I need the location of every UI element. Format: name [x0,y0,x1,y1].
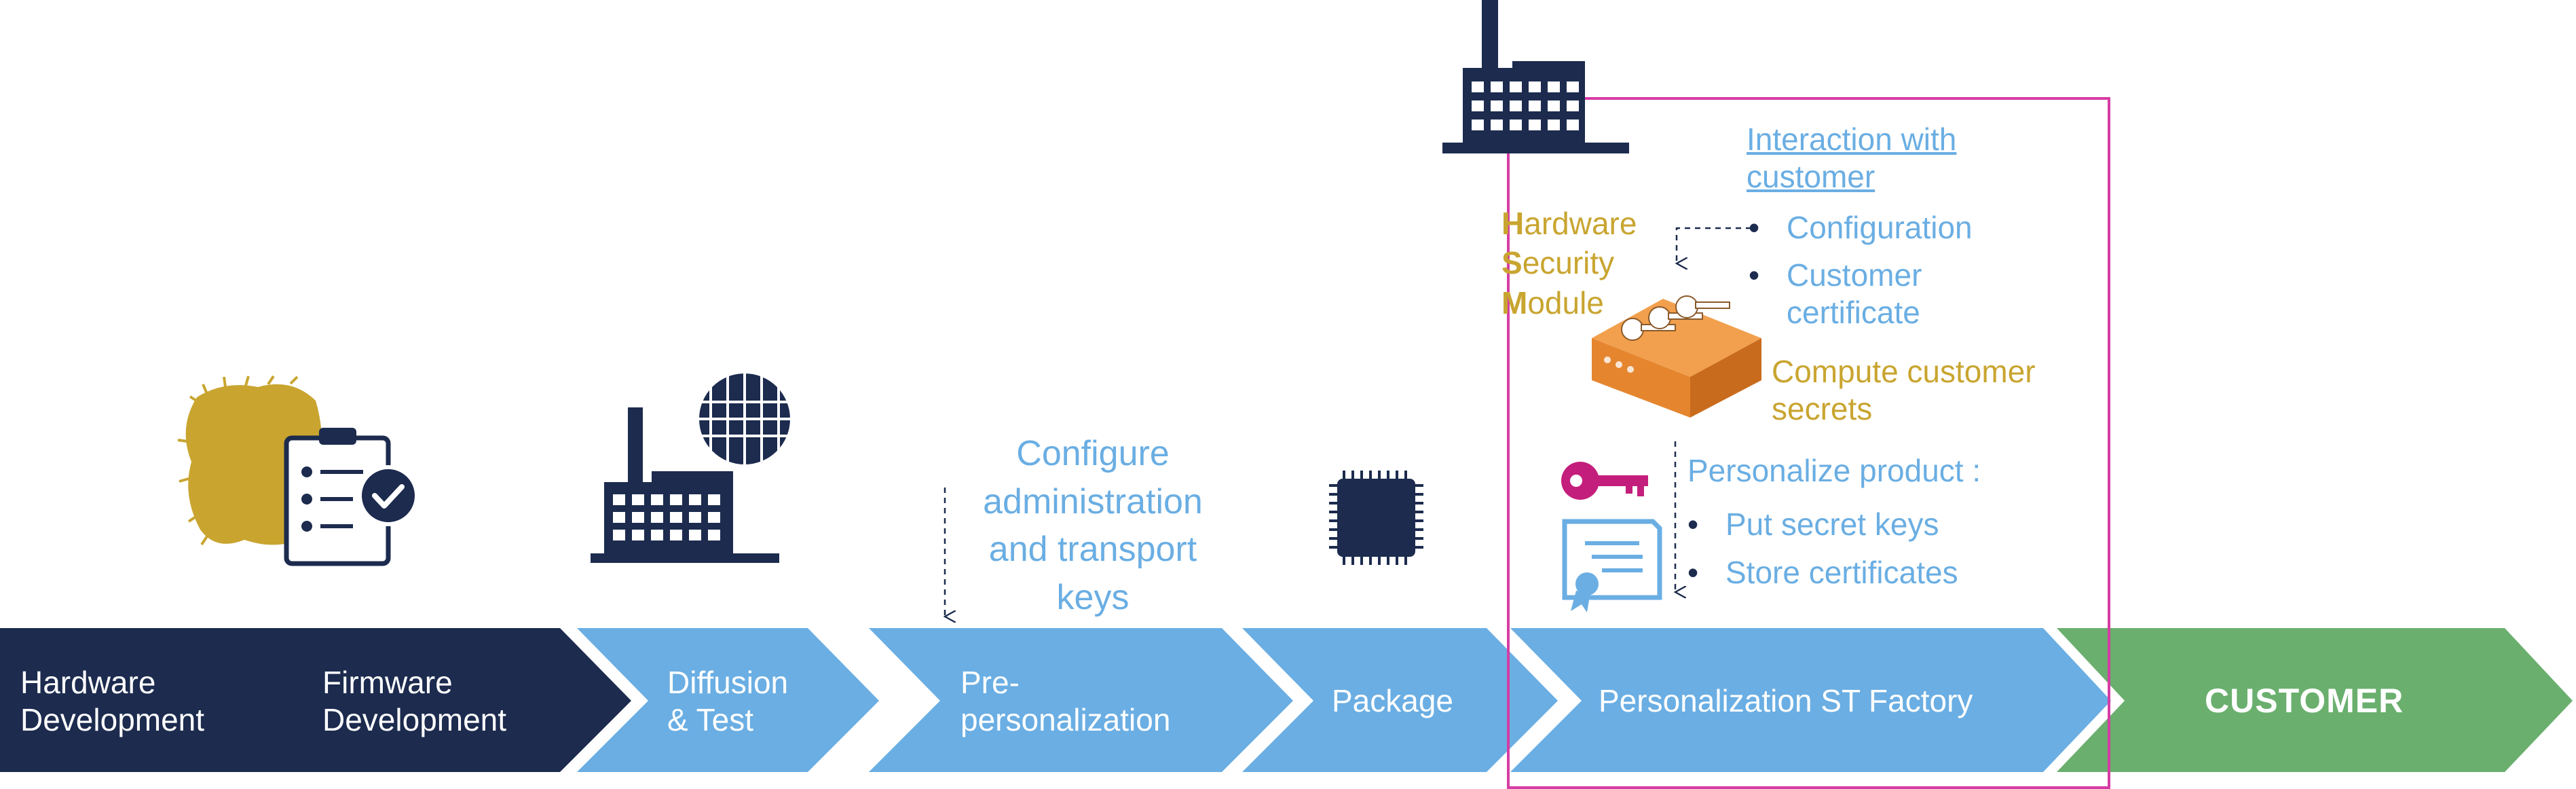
chevron-firmware-development [234,628,631,772]
chevron-personalization-st-factory [1510,628,2111,772]
personalize-item-secret-keys: Put secret keys [1687,500,1958,549]
stage-label-customer: CUSTOMER [2205,682,2404,720]
key-icon [1561,462,1648,500]
hsm-keys-box-icon [1592,295,1761,418]
stage-label-personalization-st-factory: Personalization ST Factory [1599,683,1973,718]
personalize-product-title: Personalize product : [1687,453,1981,488]
connectors [945,227,1751,617]
chevron-hardware-development [0,628,312,772]
interaction-with-customer-link[interactable]: Interaction with customer [1747,122,1957,195]
interaction-item-customer-certificate: Customer certificate [1749,257,1973,331]
personalize-items: Put secret keys Store certificates [1687,500,1958,598]
chevron-package [1242,628,1558,772]
st-factory-boundary [1507,97,2110,789]
interaction-items: Configuration Customer certificate [1749,209,1973,332]
wafer-factory-icon [591,373,790,563]
microchip-icon [1329,471,1423,565]
chevron-pre-personalization [869,628,1293,772]
configure-keys-note: Configure administration and transport k… [983,434,1203,618]
process-chevrons [0,628,2573,772]
stage-label-package: Package [1332,683,1454,718]
stage-label-diffusion-test: Diffusion& Test [667,665,789,738]
certificate-icon [1562,519,1662,612]
chevron-customer [2057,628,2573,772]
factory-icon [1442,0,1629,153]
checklist-clipboard-icon [177,375,419,566]
hsm-label: Hardware Security Module [1501,206,1637,320]
stage-label-pre-personalization: Pre-personalization [960,665,1171,738]
interaction-item-configuration: Configuration [1749,209,1973,246]
compute-secrets-note: Compute customer secrets [1772,354,2036,427]
configuration-to-hsm-arrow [1677,227,1751,263]
personalize-item-certificates: Store certificates [1687,549,1958,598]
chevron-diffusion-test [577,628,879,772]
